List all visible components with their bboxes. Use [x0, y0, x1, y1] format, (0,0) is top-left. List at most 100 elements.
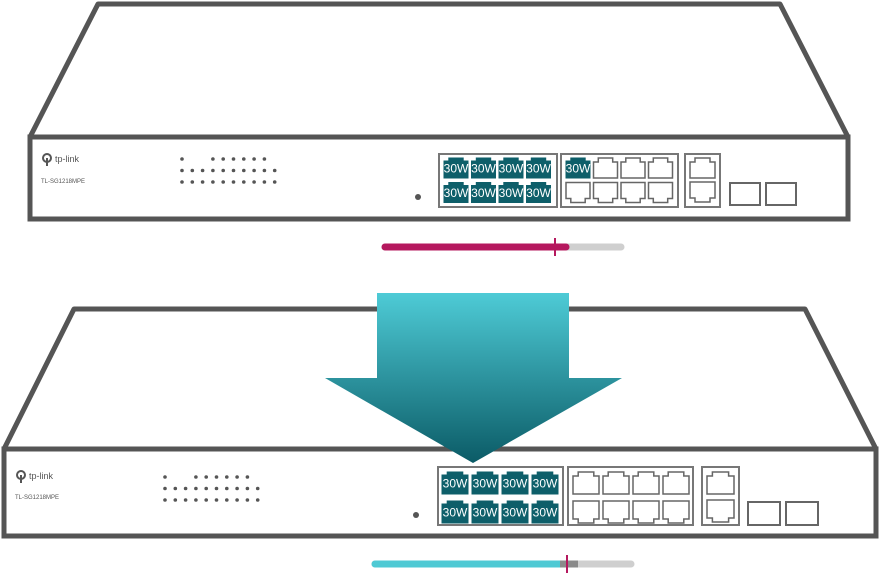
- vent-dot: [180, 157, 184, 161]
- vent-dot: [252, 168, 256, 173]
- ethernet-port-icon: [498, 157, 524, 179]
- poe-wattage-label: 30W: [526, 162, 551, 176]
- vent-dot: [163, 498, 167, 502]
- vent-dot: [242, 157, 246, 161]
- brand-label: tp-link: [29, 471, 54, 481]
- poe-wattage-label: 30W: [444, 186, 469, 200]
- vent-dots: [163, 475, 260, 502]
- ethernet-port-icon: [526, 157, 551, 179]
- poe-wattage-label: 30W: [471, 186, 496, 200]
- poe-wattage-label: 30W: [503, 506, 528, 520]
- vent-dot: [242, 168, 246, 173]
- poe-port: 30W: [501, 471, 529, 495]
- led-indicator: [413, 512, 419, 518]
- poe-port: 30W: [498, 157, 524, 179]
- sfp-slot-icon: [765, 182, 797, 206]
- vent-dot: [211, 157, 215, 161]
- vent-dot: [255, 498, 260, 502]
- poe-wattage-label: 30W: [471, 162, 496, 176]
- ethernet-port-icon: [572, 471, 600, 495]
- ethernet-port-icon: [441, 471, 469, 495]
- ethernet-port-icon: [620, 157, 646, 179]
- vent-dot: [221, 157, 225, 161]
- ethernet-port-icon: [531, 471, 559, 495]
- poe-wattage-label: 30W: [499, 186, 524, 200]
- poe-wattage-label: 30W: [503, 477, 528, 491]
- poe-wattage-label: 30W: [526, 186, 551, 200]
- poe-port: 30W: [441, 471, 469, 495]
- tp-link-logo-icon: tp-link: [42, 153, 80, 166]
- vent-dot: [262, 180, 267, 184]
- port-block-3: [701, 466, 740, 526]
- vent-dot: [245, 498, 250, 502]
- ethernet-port-icon: [471, 500, 499, 524]
- vent-dot: [235, 475, 239, 479]
- poe-port: 30W: [471, 182, 497, 203]
- vent-dot: [245, 486, 250, 491]
- vent-dot: [180, 180, 184, 184]
- port-block-1: [438, 153, 558, 208]
- vent-dot: [173, 498, 178, 502]
- poe-port: 30W: [471, 471, 499, 495]
- ethernet-port-icon: [531, 500, 559, 524]
- port-block-3: [684, 153, 721, 208]
- ethernet-port-icon: [471, 471, 499, 495]
- vent-dot: [173, 486, 178, 491]
- poe-port: 30W: [471, 500, 499, 524]
- ethernet-port-icon: [602, 471, 630, 495]
- ethernet-port-icon: [471, 182, 496, 203]
- poe-wattage-label: 30W: [443, 477, 468, 491]
- ethernet-port-icon: [632, 500, 660, 524]
- vent-dot: [214, 498, 219, 502]
- port-block-1: [437, 466, 564, 526]
- ethernet-port-icon: [443, 157, 469, 179]
- ethernet-port-icon: [526, 182, 551, 203]
- ethernet-port-icon: [620, 181, 646, 204]
- ethernet-port-icon: [592, 157, 619, 179]
- ethernet-port-icon: [565, 157, 591, 179]
- ethernet-port-icon: [592, 181, 619, 204]
- vent-dot: [272, 180, 277, 184]
- vent-dot: [245, 475, 250, 479]
- vent-dot: [221, 168, 225, 173]
- vent-dot: [200, 180, 205, 184]
- ethernet-port-icon: [565, 181, 591, 204]
- down-arrow-icon: [325, 293, 622, 463]
- vent-dot: [200, 168, 205, 173]
- vent-dot: [235, 486, 239, 491]
- ethernet-port-icon: [647, 181, 674, 204]
- power-budget-bar-bottom: [371, 555, 635, 573]
- ethernet-port-icon: [441, 500, 469, 524]
- ethernet-port-icon: [689, 181, 716, 203]
- vent-dot: [225, 498, 229, 502]
- switch-top-lid: [27, 1, 851, 140]
- poe-wattage-label: 30W: [444, 162, 469, 176]
- ethernet-port-icon: [443, 182, 469, 203]
- vent-dot: [190, 168, 195, 173]
- vent-dot: [221, 180, 225, 184]
- ethernet-port-icon: [501, 471, 529, 495]
- poe-port: 30W: [441, 500, 469, 524]
- ethernet-port-icon: [602, 500, 630, 524]
- model-label: TL-SG1218MPE: [41, 179, 85, 185]
- port-group: 30W: [565, 157, 674, 204]
- vent-dot: [190, 180, 195, 184]
- vent-dot: [204, 475, 208, 479]
- vent-dot: [272, 168, 277, 173]
- ethernet-port-icon: [689, 157, 716, 179]
- vent-dot: [225, 486, 229, 491]
- vent-dot: [183, 498, 188, 502]
- poe-wattage-label: 30W: [443, 506, 468, 520]
- poe-port: 30W: [531, 471, 559, 495]
- brand-label: tp-link: [55, 154, 80, 164]
- vent-dot: [231, 180, 236, 184]
- vent-dot: [204, 486, 208, 491]
- ethernet-port-icon: [662, 471, 690, 495]
- vent-dot: [214, 486, 219, 491]
- poe-port: 30W: [501, 500, 529, 524]
- ethernet-port-icon: [662, 500, 690, 524]
- poe-port: 30W: [498, 182, 524, 203]
